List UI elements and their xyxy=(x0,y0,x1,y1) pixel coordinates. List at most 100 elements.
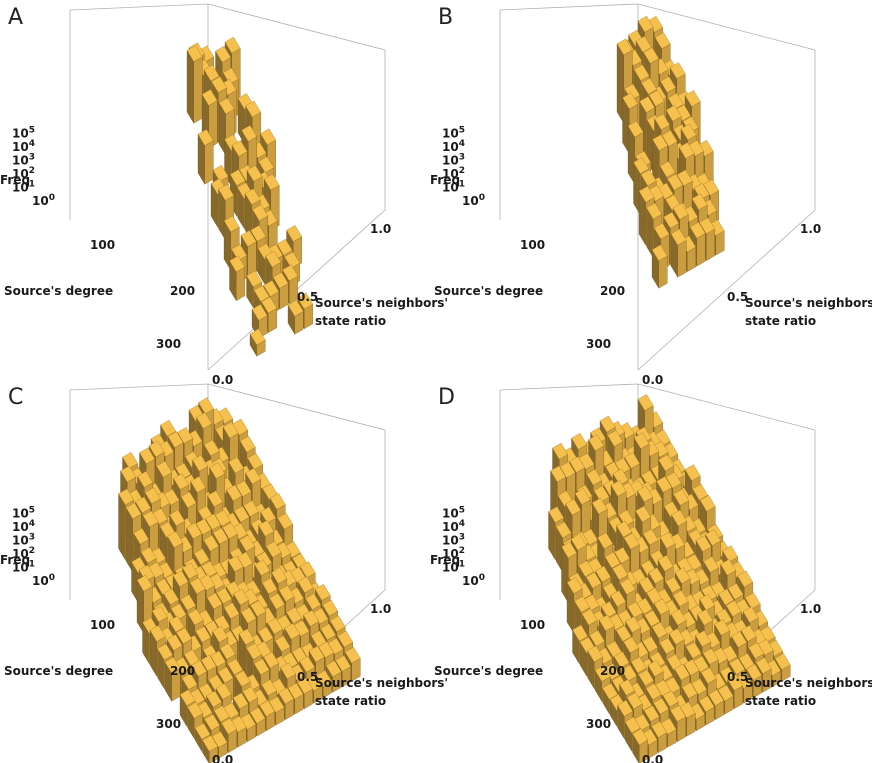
bar-face-top xyxy=(337,630,354,648)
bar-face-top xyxy=(260,506,277,524)
y-axis-label: state ratio xyxy=(745,314,816,328)
bar-face-top xyxy=(660,76,677,93)
bar-face-top xyxy=(120,465,137,483)
y-tick-label: 1.0 xyxy=(370,222,391,236)
bar-face-top xyxy=(663,211,680,229)
bar-face-top xyxy=(228,456,245,474)
bar-face-top xyxy=(206,690,223,708)
bar-face-top xyxy=(642,636,659,653)
bar-face-top xyxy=(211,76,228,93)
bar xyxy=(287,299,304,335)
bar-face-top xyxy=(249,328,266,346)
bar-face-top xyxy=(160,419,177,437)
bar-face-top xyxy=(222,421,239,439)
bar-face-top xyxy=(233,505,250,523)
bar-face-top xyxy=(559,461,576,479)
bar-face-top xyxy=(737,570,754,588)
bar-face-top xyxy=(201,560,218,578)
bar-face-top xyxy=(166,634,183,651)
bar-face-top xyxy=(672,590,689,607)
bar-face-left xyxy=(118,493,126,561)
bar xyxy=(125,502,142,573)
bar-face-top xyxy=(746,663,763,681)
bar-face-top xyxy=(232,692,249,710)
bar-face-top xyxy=(140,546,157,564)
bar-face-top xyxy=(565,498,582,516)
x-tick-label: 100 xyxy=(90,238,115,252)
bar-face-top xyxy=(597,532,614,549)
bar-face-top xyxy=(268,696,285,713)
bar-face-top xyxy=(627,120,644,138)
bar-face-top xyxy=(157,643,174,661)
x-tick-label: 300 xyxy=(586,337,611,351)
bar-face-top xyxy=(211,731,228,748)
bar-face-top xyxy=(588,434,605,452)
bar-face-top xyxy=(684,464,701,482)
bar-face-top xyxy=(552,442,569,460)
y-axis-label: state ratio xyxy=(315,694,386,708)
y-axis-label: Source's neighbors' xyxy=(745,676,872,690)
y-tick-label: 0.5 xyxy=(297,670,318,684)
bar-face-top xyxy=(212,527,229,545)
x-tick-label: 100 xyxy=(520,618,545,632)
bar-face-top xyxy=(683,659,700,676)
bar-face-top xyxy=(619,679,636,696)
bar-face-top xyxy=(203,64,220,82)
bar-face-top xyxy=(624,452,641,469)
x-tick-label: 200 xyxy=(170,284,195,298)
bar-face-top xyxy=(599,415,616,433)
bar-face-top xyxy=(695,630,712,647)
bar-face-top xyxy=(662,690,679,708)
bar-face-top xyxy=(656,476,673,493)
panel-a: A100101102103104105Freq100200300Source's… xyxy=(0,3,448,387)
bar-face-top xyxy=(226,484,243,502)
bar-face-top xyxy=(187,701,204,719)
bar-face-top xyxy=(699,593,716,611)
bar-face-top xyxy=(202,735,219,752)
x-tick-label: 100 xyxy=(520,238,545,252)
bar xyxy=(229,255,246,302)
bar-face-top xyxy=(637,394,654,411)
bar xyxy=(164,657,181,702)
bar-face-top xyxy=(670,228,687,246)
bar-face-top xyxy=(703,556,720,573)
bar-face-top xyxy=(277,512,294,530)
bar-face-top xyxy=(676,169,693,187)
bar-face-top xyxy=(204,714,221,731)
bar-face-top xyxy=(615,625,632,642)
bar-face-top xyxy=(674,663,691,681)
bar-face-top xyxy=(197,129,214,146)
bar-face-top xyxy=(250,600,267,617)
bar-face-top xyxy=(247,453,264,470)
bar-face-top xyxy=(186,45,203,62)
bar-face-right xyxy=(193,56,203,124)
panel-letter: A xyxy=(8,5,23,30)
bar-face-top xyxy=(623,532,640,550)
y-tick-label: 0.0 xyxy=(642,373,663,387)
bar-face-top xyxy=(238,628,255,646)
bar-face-top xyxy=(699,217,716,235)
bar-face-top xyxy=(657,555,674,572)
bar-face-top xyxy=(589,630,606,647)
bar-face-top xyxy=(705,529,722,546)
bar-face-top xyxy=(280,662,297,680)
bar-face-top xyxy=(698,695,715,713)
bar-face-top xyxy=(125,502,142,520)
bar-face-top xyxy=(665,104,682,122)
bar-face-top xyxy=(335,655,352,672)
bar-face-top xyxy=(695,535,712,552)
bar-face-top xyxy=(272,271,289,289)
bar-face-top xyxy=(213,705,230,723)
bar-face-top xyxy=(269,492,286,510)
bar-face-top xyxy=(659,532,676,549)
bar-face-top xyxy=(678,142,695,159)
bar-face-top xyxy=(164,657,181,674)
bar-face-top xyxy=(205,513,222,531)
x-tick-label: 300 xyxy=(156,717,181,731)
bar-face-top xyxy=(679,701,696,719)
bar-face-top xyxy=(571,433,588,450)
bar-face-top xyxy=(685,642,702,659)
bar-face-top xyxy=(269,592,286,610)
bar-face-top xyxy=(258,156,275,173)
bar-face-top xyxy=(648,89,665,107)
